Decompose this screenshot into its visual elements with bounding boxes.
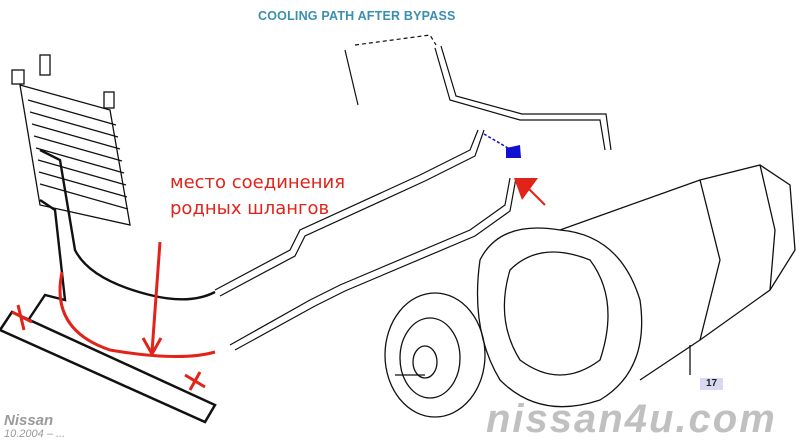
part-reference: 17 bbox=[700, 378, 724, 390]
brand-label: Nissan 10.2004 – ... bbox=[4, 413, 65, 440]
blue-arrow-icon bbox=[483, 133, 521, 158]
oil-cooler bbox=[11, 54, 131, 226]
annotation-line-1: место соединения bbox=[170, 172, 346, 193]
red-arrow-icon bbox=[514, 178, 538, 200]
watermark: nissan4u.com bbox=[486, 397, 777, 441]
aftermarket-cooler bbox=[0, 310, 217, 424]
rubber-hoses bbox=[24, 148, 216, 326]
brand-name: Nissan bbox=[4, 412, 54, 429]
annotation-line-2: родных шлангов bbox=[170, 198, 330, 219]
annotation-note: место соединения родных шлангов bbox=[170, 170, 345, 222]
transmission-case bbox=[476, 164, 796, 408]
torque-converter bbox=[384, 292, 486, 418]
cooler-lines bbox=[214, 34, 612, 351]
model-date: 10.2004 – ... bbox=[4, 428, 66, 440]
hose-markings bbox=[11, 181, 546, 391]
diagram-title: COOLING PATH AFTER BYPASS bbox=[258, 9, 456, 23]
